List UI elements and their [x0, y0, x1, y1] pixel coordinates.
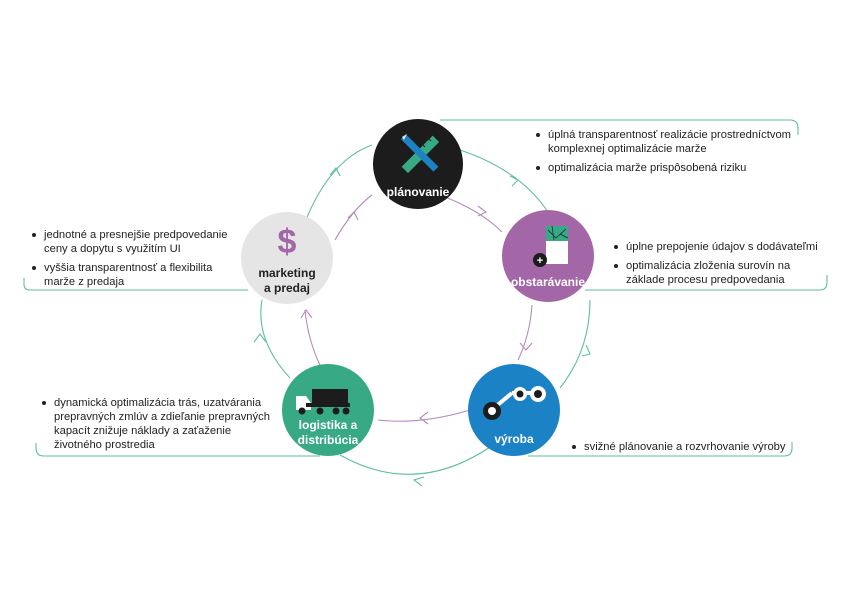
- node-label-logistika: logistika a distribúcia: [297, 418, 359, 447]
- bracket-marketing: [23, 278, 248, 291]
- outer-cycle-arrows: [253, 144, 591, 487]
- node-label-vyroba: výroba: [494, 432, 534, 446]
- dollar-icon: $: [278, 223, 297, 261]
- arrow-logistika-marketing-outer: [260, 299, 291, 379]
- bullets-marketing: jednotné a presnejšie predpovedanie ceny…: [30, 228, 240, 294]
- arrow-planovanie-obstaravanie-inner: [439, 194, 503, 233]
- robot-arm-icon: [483, 386, 546, 420]
- node-circle-planovanie: [373, 119, 463, 209]
- arrow-obstaravanie-vyroba-inner: [517, 304, 533, 361]
- bullet-item: svižné plánovanie a rozvrhovanie výroby: [570, 440, 810, 454]
- arrow-planovanie-obstaravanie-outer: [459, 149, 549, 213]
- bullets-vyroba: svižné plánovanie a rozvrhovanie výroby: [570, 440, 810, 459]
- svg-text:+: +: [537, 255, 543, 267]
- truck-icon: [296, 389, 350, 415]
- bullets-logistika: dynamická optimalizácia trás, uzatvárani…: [40, 396, 272, 457]
- bullet-item: optimalizácia zloženia surovín na základ…: [612, 259, 827, 287]
- bullet-item: vyššia transparentnosť a flexibilita mar…: [30, 261, 240, 289]
- bullet-item: optimalizácia marže prispôsobená riziku: [534, 161, 814, 175]
- arrow-marketing-planovanie-outer: [304, 144, 373, 223]
- node-label-planovanie: plánovanie: [386, 185, 450, 199]
- bracket-vyroba: [528, 442, 793, 457]
- arrow-logistika-marketing-inner: [304, 309, 321, 366]
- pencil-ruler-icon: [400, 131, 440, 174]
- bullet-item: dynamická optimalizácia trás, uzatvárani…: [40, 396, 272, 452]
- svg-text:$: $: [278, 223, 297, 261]
- arrow-obstaravanie-vyroba-outer: [559, 299, 591, 389]
- bullets-planovanie: úplná transparentnosť realizácie prostre…: [534, 128, 814, 180]
- arrow-vyroba-logistika-outer: [339, 439, 501, 475]
- bullets-obstaravanie: úplne prepojenie údajov s dodávateľmi op…: [612, 240, 827, 292]
- bracket-planovanie: [440, 119, 799, 135]
- node-circle-logistika: [282, 364, 374, 456]
- bullet-item: jednotné a presnejšie predpovedanie ceny…: [30, 228, 240, 256]
- bracket-logistika: [35, 443, 320, 457]
- bracket-obstaravanie: [585, 275, 828, 291]
- bracket-lines: [23, 119, 828, 457]
- bullet-item: úplná transparentnosť realizácie prostre…: [534, 128, 814, 156]
- arrow-marketing-planovanie-inner: [334, 194, 373, 241]
- node-label-marketing: marketing a predaj: [258, 266, 316, 295]
- map-document-icon: +: [533, 225, 569, 267]
- node-label-obstaravanie: obstarávanie: [510, 275, 586, 289]
- bullet-item: úplne prepojenie údajov s dodávateľmi: [612, 240, 827, 254]
- node-circle-marketing: [241, 212, 333, 304]
